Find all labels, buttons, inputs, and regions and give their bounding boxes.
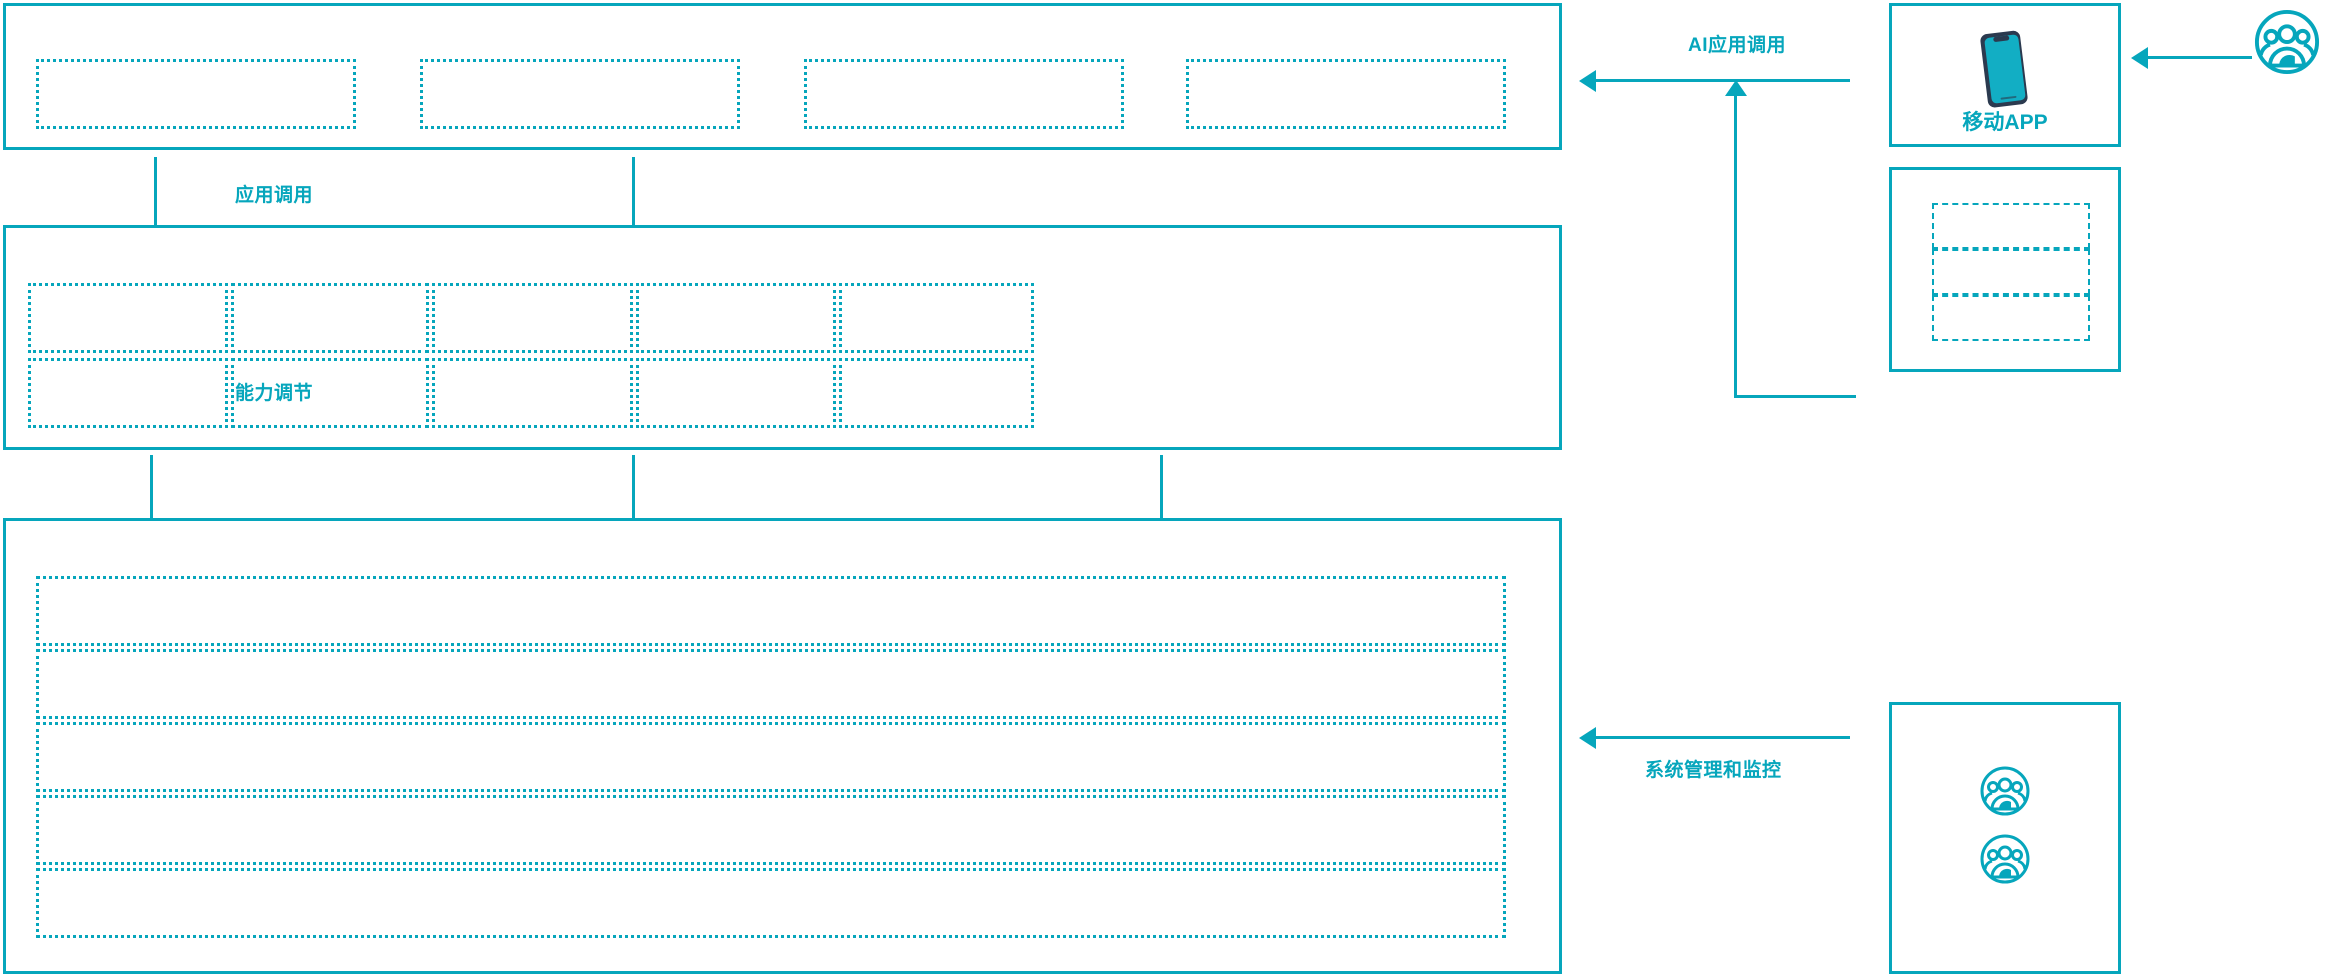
smartphone-icon [1970,28,2040,115]
capability-slot-2[interactable] [231,283,429,353]
ai-app-call-elbow [1734,395,1856,398]
ai-app-call-riser [1734,95,1737,397]
users-group-icon [1979,765,2031,822]
ai-app-call-arrow [1595,79,1850,82]
platform-slot-5[interactable] [36,868,1506,938]
capability-slot-4[interactable] [636,283,836,353]
capability-slot-5[interactable] [839,283,1034,353]
capability-adjust-arrow-1 [150,455,153,527]
list-panel-slot-3[interactable] [1932,295,2090,341]
platform-slot-4[interactable] [36,795,1506,865]
users-group-icon [1979,833,2031,890]
capability-slot-1[interactable] [28,283,228,353]
list-panel-slot-1[interactable] [1932,203,2090,249]
capability-adjust-arrow-3 [1160,455,1163,527]
users-group-icon [2253,8,2321,81]
platform-slot-3[interactable] [36,722,1506,792]
capability-slot-3[interactable] [432,283,633,353]
capability-slot-9[interactable] [636,358,836,428]
system-admin-arrow [1595,736,1850,739]
app-call-arrow-2 [632,157,635,229]
capability-slot-7[interactable] [231,358,429,428]
ai-app-call-label: AI应用调用 [1688,35,1787,56]
mobile-app-panel: 移动APP [1889,3,2121,147]
capability-slot-6[interactable] [28,358,228,428]
application-layer-panel [3,3,1562,150]
capability-slot-10[interactable] [839,358,1034,428]
external-actor-arrow [2147,56,2252,59]
application-slot-3[interactable] [804,59,1124,129]
actors-panel [1889,702,2121,974]
mobile-app-caption: 移动APP [1962,111,2048,134]
list-panel-slot-2[interactable] [1932,249,2090,295]
capability-adjust-label: 能力调节 [235,383,314,404]
system-admin-label: 系统管理和监控 [1645,760,1782,781]
application-slot-1[interactable] [36,59,356,129]
platform-layer-panel [3,518,1562,974]
capability-adjust-arrow-2 [632,455,635,527]
application-slot-2[interactable] [420,59,740,129]
app-call-arrow-1 [154,157,157,229]
capability-slot-8[interactable] [432,358,633,428]
app-call-label: 应用调用 [235,185,314,206]
platform-slot-2[interactable] [36,649,1506,719]
capability-layer-panel [3,225,1562,450]
application-slot-4[interactable] [1186,59,1506,129]
platform-slot-1[interactable] [36,576,1506,646]
list-panel [1889,167,2121,372]
